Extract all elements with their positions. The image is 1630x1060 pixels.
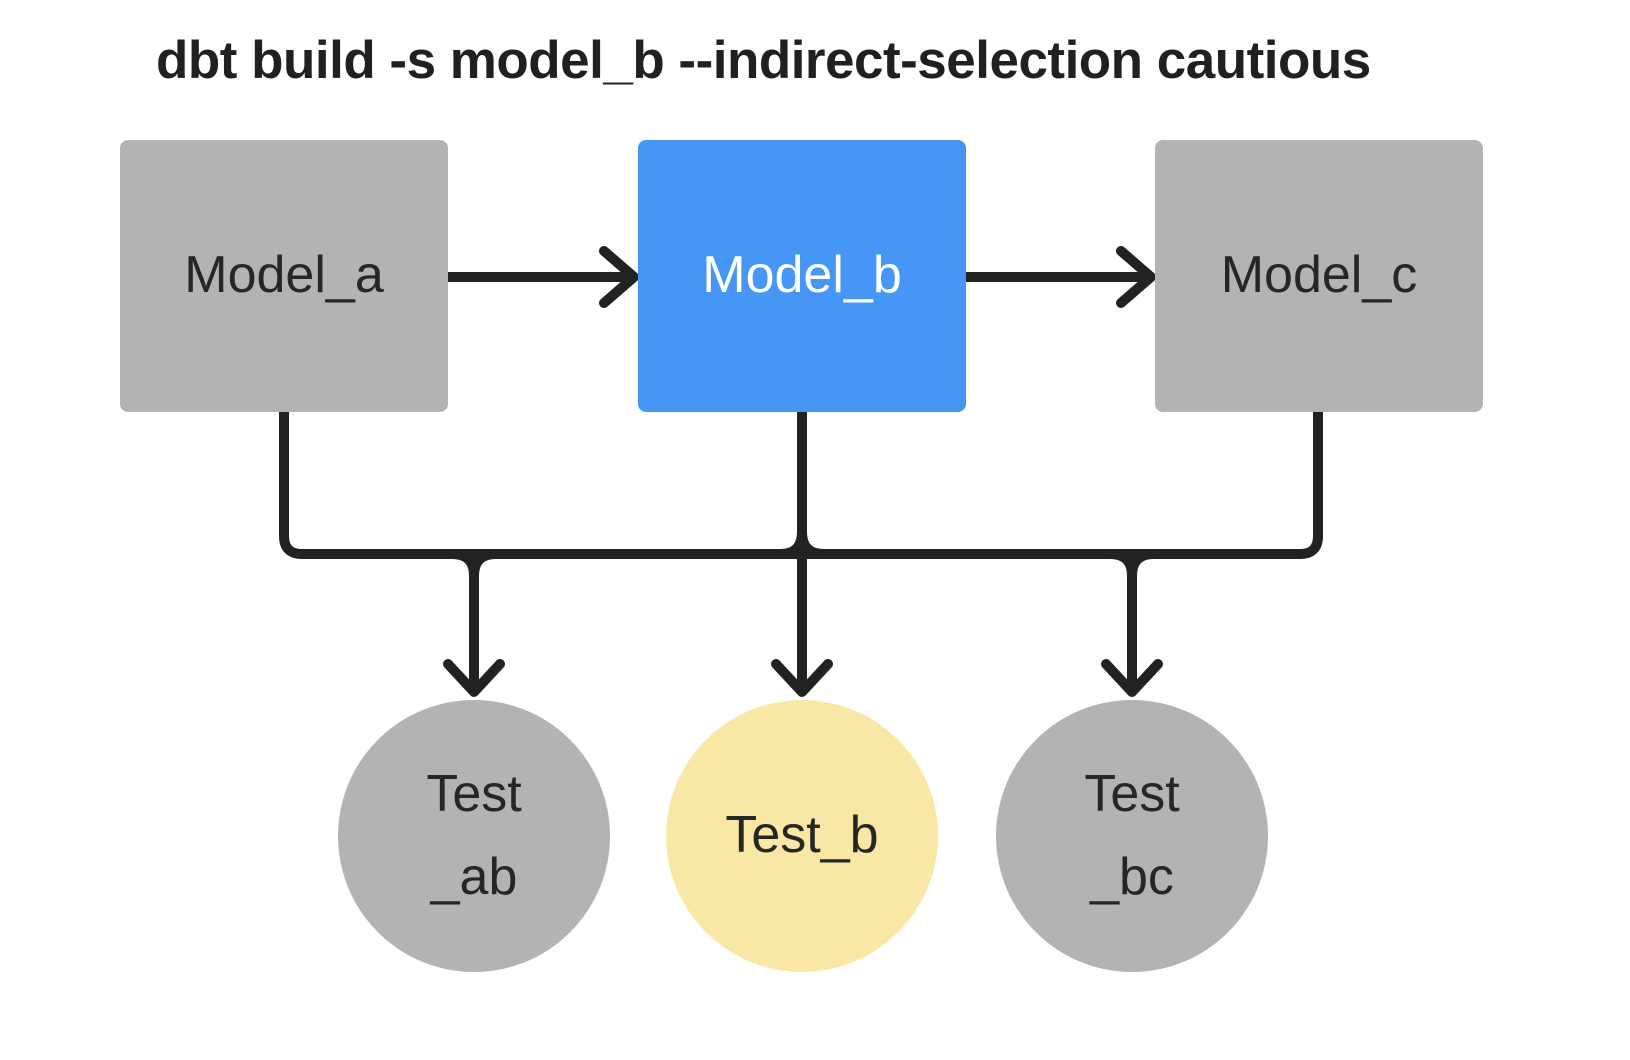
arrowhead-test-bc-icon xyxy=(1101,659,1163,697)
node-test-b-label: Test_b xyxy=(725,806,879,865)
node-model-c-label: Model_c xyxy=(1220,246,1418,305)
node-test-ab-label-line1: Test xyxy=(426,764,522,823)
diagram-title: dbt build -s model_b --indirect-selectio… xyxy=(156,31,1371,90)
node-model-a: Model_a xyxy=(120,140,448,412)
arrowhead-test-b-icon xyxy=(771,659,833,697)
node-test-bc-label-line1: Test xyxy=(1084,764,1180,823)
arrowhead-model-c-icon xyxy=(1116,246,1156,308)
arrowhead-test-ab-icon xyxy=(443,659,505,697)
node-model-c: Model_c xyxy=(1155,140,1483,412)
node-test-ab: Test _ab xyxy=(338,700,610,972)
node-test-bc: Test _bc xyxy=(996,700,1268,972)
node-model-b: Model_b xyxy=(638,140,966,412)
node-test-ab-label-line2: _ab xyxy=(430,848,518,906)
arrowhead-model-b-icon xyxy=(599,246,639,308)
node-test-b: Test_b xyxy=(666,700,938,972)
node-test-bc-label-line2: _bc xyxy=(1090,848,1174,906)
node-model-a-label: Model_a xyxy=(184,246,384,305)
node-model-b-label: Model_b xyxy=(702,246,902,305)
